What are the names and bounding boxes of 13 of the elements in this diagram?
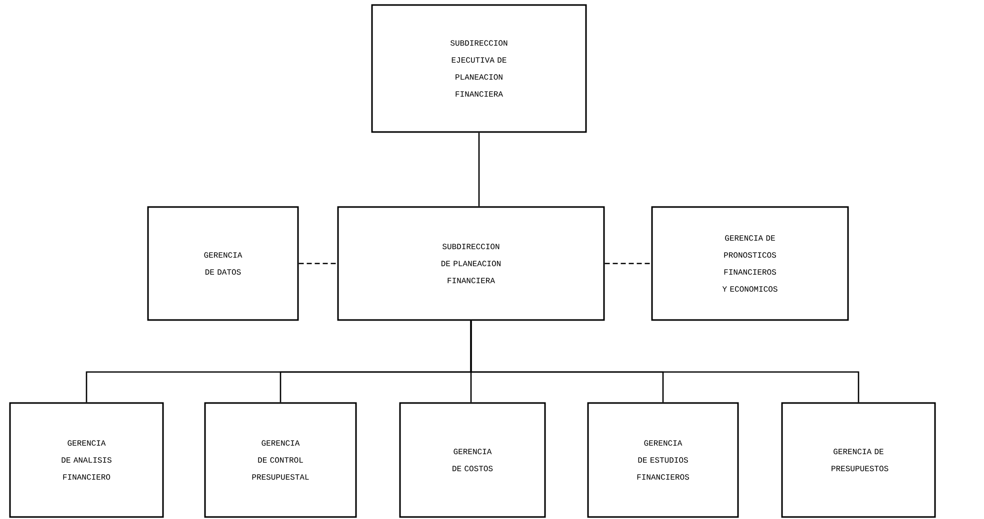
org-box: GERENCIA DE PRESUPUESTOS xyxy=(781,402,936,518)
org-box: GERENCIA DE CONTROL PRESUPUESTAL xyxy=(204,402,357,518)
connector-line xyxy=(478,132,480,206)
org-box: SUBDIRECCION DE PLANEACION FINANCIERA xyxy=(337,206,605,321)
connector-line xyxy=(604,262,652,264)
org-box: SUBDIRECCION EJECUTIVA DE PLANEACION FINANCIERA xyxy=(371,4,587,133)
org-box: GERENCIA DE ANALISIS FINANCIERO xyxy=(9,402,164,518)
org-box: GERENCIA DE ESTUDIOS FINANCIEROS xyxy=(587,402,739,518)
connector-line xyxy=(298,262,338,264)
org-box: GERENCIA DE COSTOS xyxy=(399,402,546,518)
org-box: GERENCIA DE PRONOSTICOS FINANCIEROS Y ECONOMICOS xyxy=(651,206,849,321)
connector-line xyxy=(470,320,860,402)
org-box: GERENCIA DE DATOS xyxy=(147,206,299,321)
